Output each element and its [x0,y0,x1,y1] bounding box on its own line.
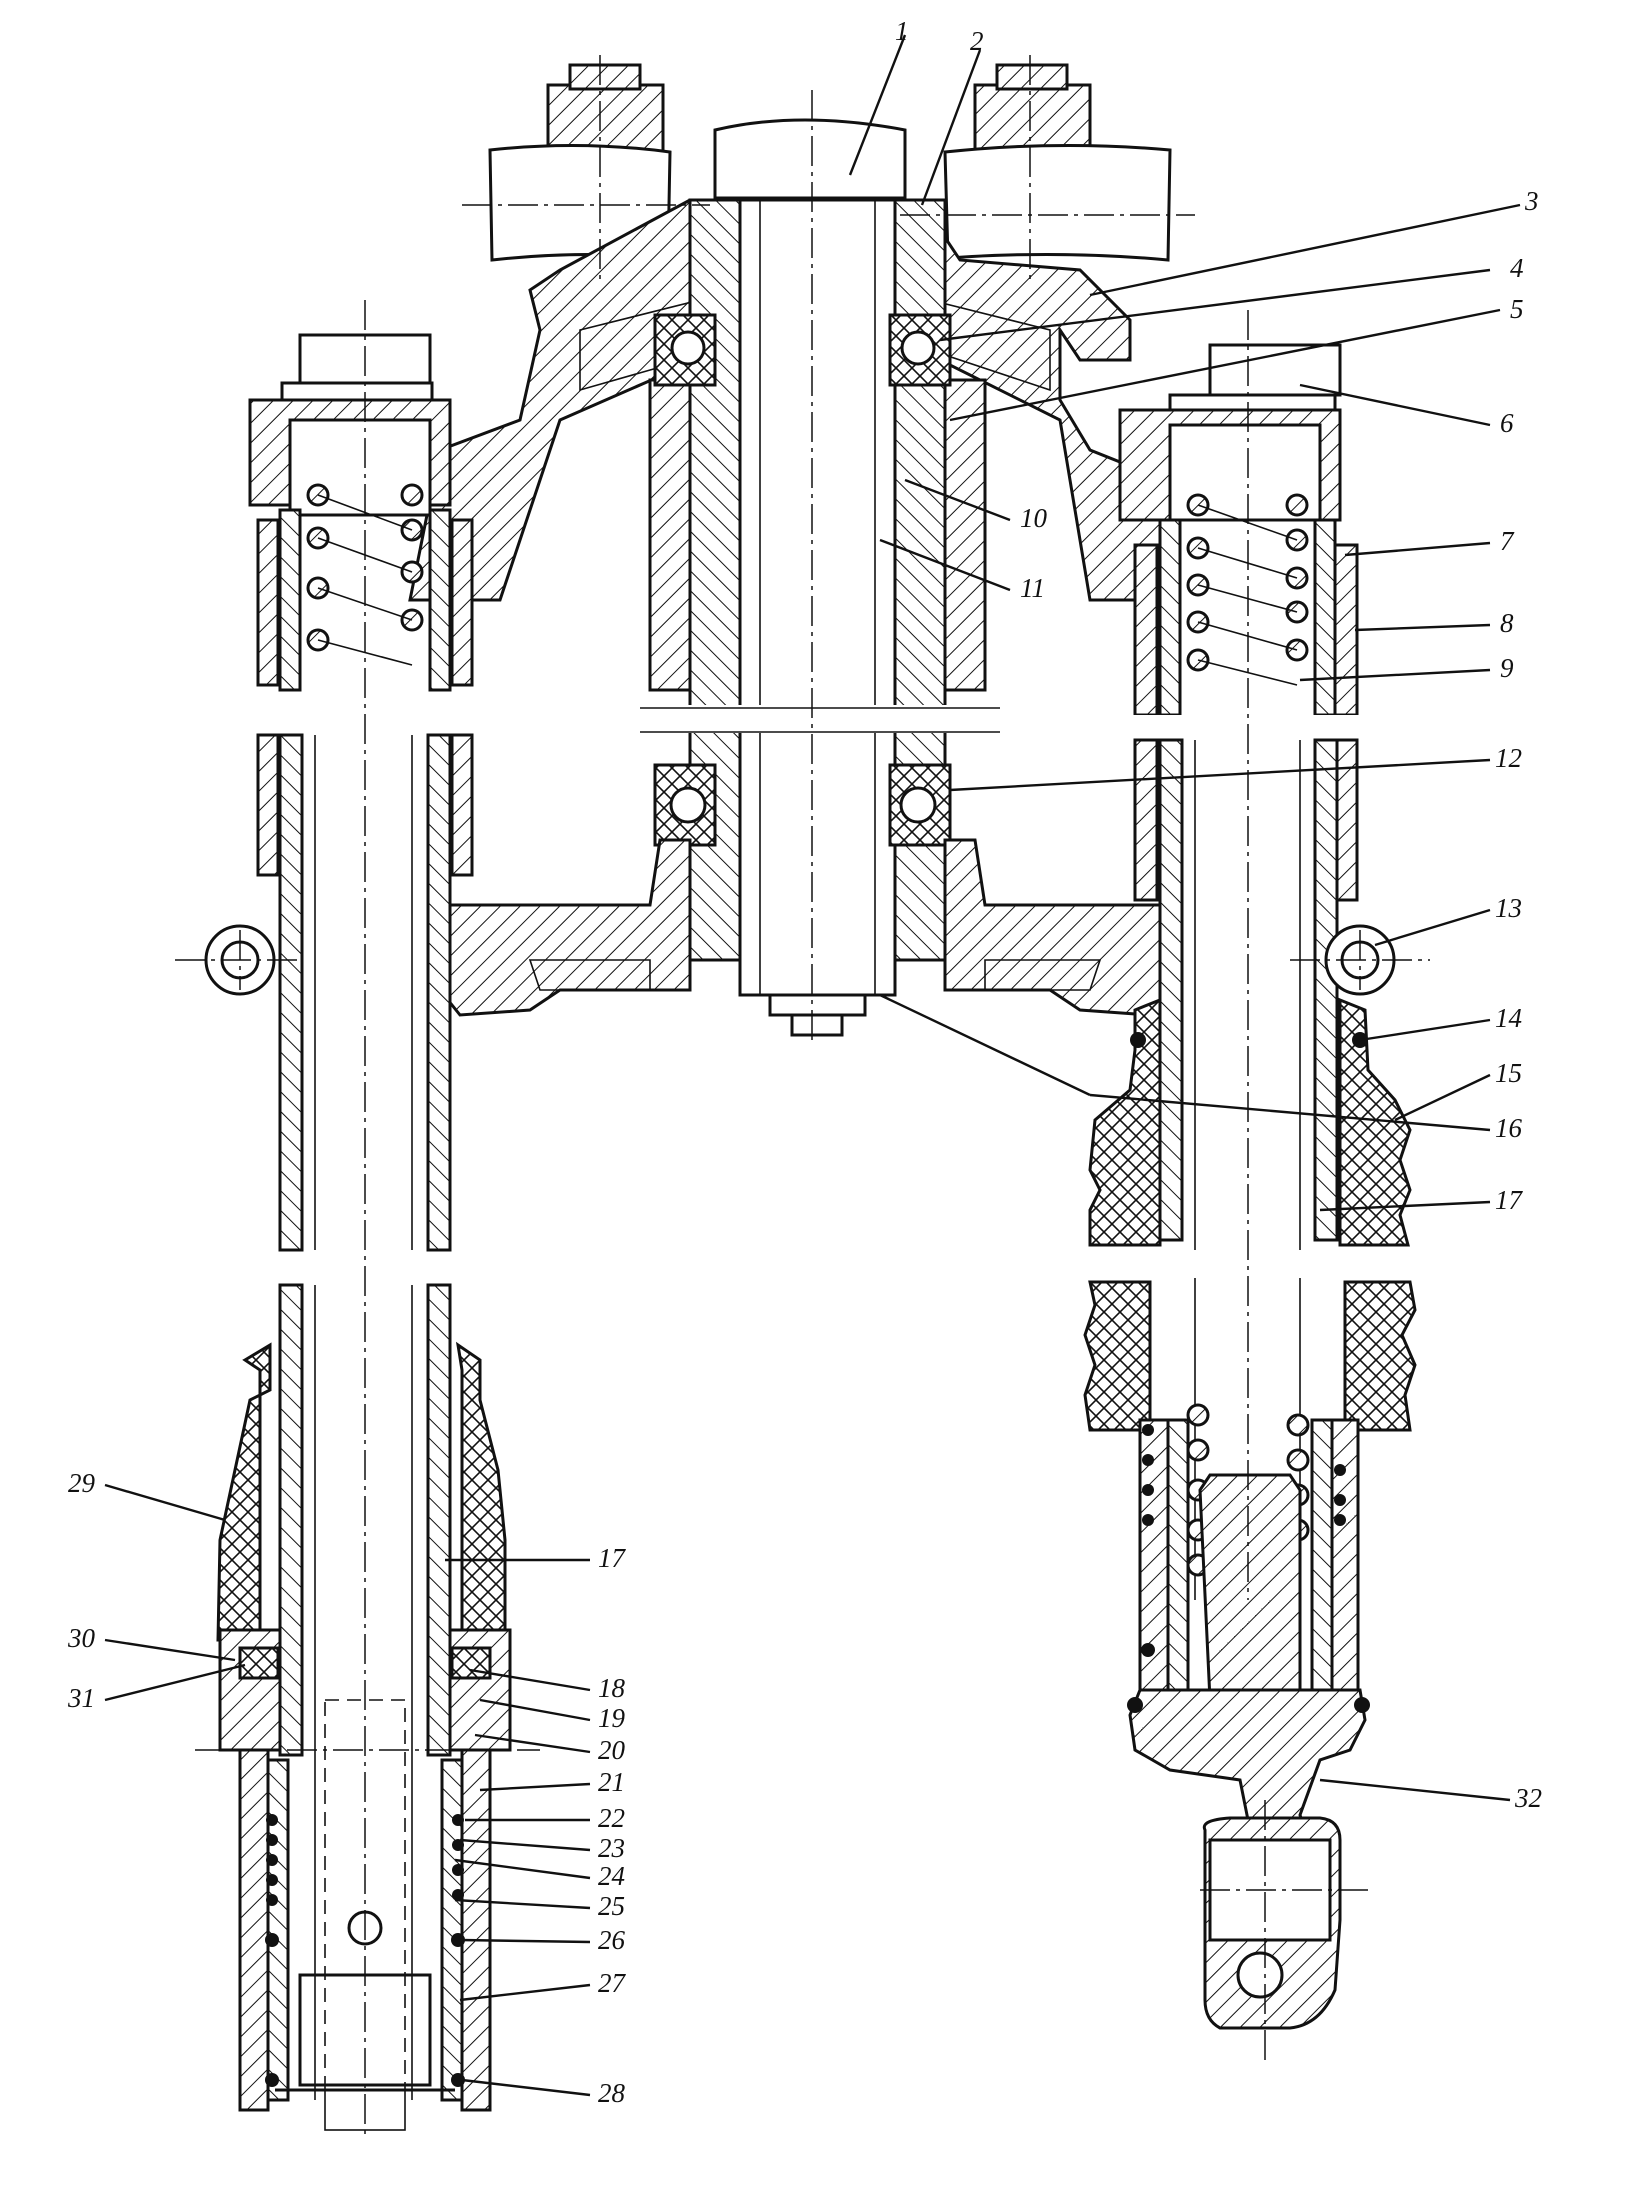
upper-crown [408,63,1182,602]
label-16: 16 [1495,1113,1523,1143]
label-12: 12 [1495,743,1522,773]
label-2: 2 [970,26,984,56]
label-11: 11 [1020,573,1045,603]
label-17-right: 17 [1495,1185,1524,1215]
label-26: 26 [598,1925,626,1955]
label-17-left: 17 [598,1543,627,1573]
left-damper-rings [265,1814,465,2087]
label-23: 23 [598,1833,625,1863]
part-labels: 1 2 3 4 5 6 7 8 9 10 11 12 13 14 15 16 1… [67,16,1542,2108]
label-19: 19 [598,1703,626,1733]
label-30: 30 [67,1623,96,1653]
label-22: 22 [598,1803,625,1833]
label-32: 32 [1514,1783,1542,1813]
label-5: 5 [1510,294,1524,324]
left-spring-upper [306,483,424,666]
label-25: 25 [598,1891,625,1921]
label-4: 4 [1510,253,1524,283]
label-9: 9 [1500,653,1514,683]
label-8: 8 [1500,608,1514,638]
center-lines [175,55,1430,2135]
label-3: 3 [1524,186,1539,216]
label-27: 27 [598,1968,627,1998]
label-1: 1 [895,16,909,46]
label-28: 28 [598,2078,626,2108]
label-24: 24 [598,1861,625,1891]
steering-stem [640,118,1000,1037]
label-15: 15 [1495,1058,1522,1088]
label-7: 7 [1500,526,1515,556]
label-20: 20 [598,1735,626,1765]
leader-lines [104,34,1521,2097]
label-6: 6 [1500,408,1514,438]
label-10: 10 [1020,503,1048,533]
label-13: 13 [1495,893,1522,923]
right-spring-upper [1186,493,1309,686]
label-29: 29 [68,1468,96,1498]
label-21: 21 [598,1767,625,1797]
label-14: 14 [1495,1003,1522,1033]
label-31: 31 [67,1683,95,1713]
label-18: 18 [598,1673,626,1703]
